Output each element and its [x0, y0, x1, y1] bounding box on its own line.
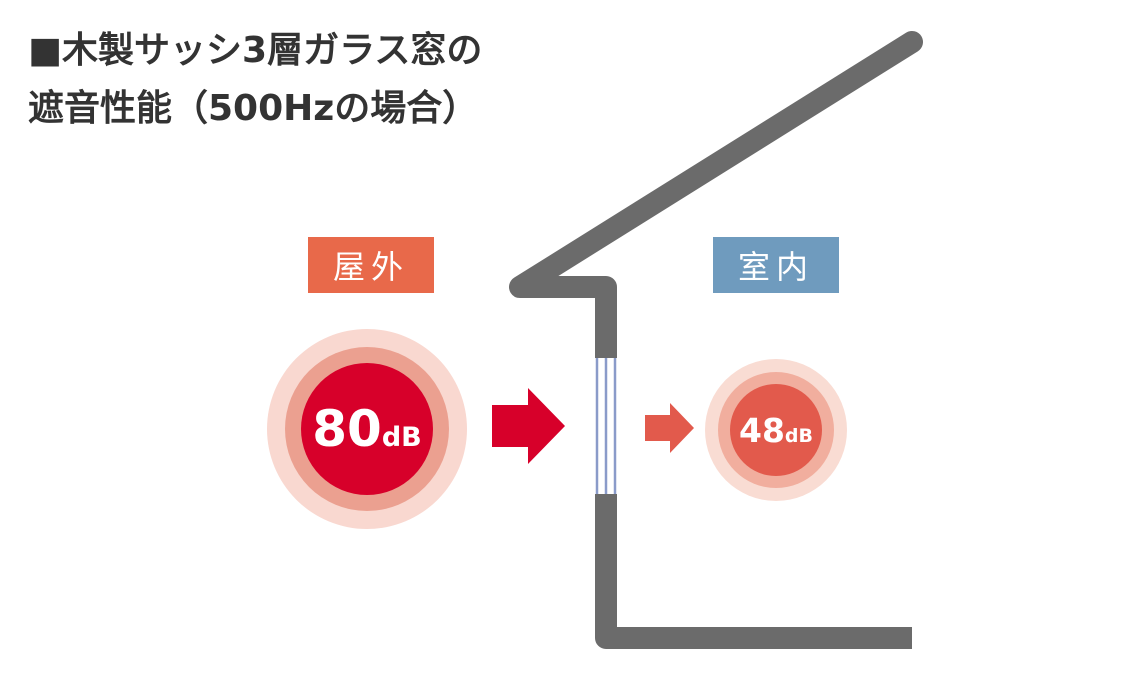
outdoor-label: 屋外	[308, 237, 434, 293]
title-line-1: ■木製サッシ3層ガラス窓の	[28, 30, 483, 71]
outdoor-db-value: 80	[312, 400, 382, 458]
indoor-sound-level: 48dB	[705, 359, 847, 501]
arrow-right-icon	[645, 403, 694, 453]
triple-glass-window	[594, 358, 618, 494]
svg-text:80dB: 80dB	[312, 400, 422, 458]
diagram-title: ■木製サッシ3層ガラス窓の 遮音性能（500Hzの場合）	[28, 22, 482, 138]
title-line-2: 遮音性能（500Hzの場合）	[28, 88, 479, 129]
outdoor-sound-level: 80dB	[267, 329, 467, 529]
indoor-db-unit: dB	[785, 425, 813, 447]
arrow-right-icon	[492, 388, 565, 464]
svg-text:48dB: 48dB	[739, 411, 813, 450]
house-wall-lower	[595, 494, 912, 649]
indoor-db-value: 48	[739, 411, 785, 450]
outdoor-db-unit: dB	[382, 422, 422, 453]
indoor-label: 室内	[713, 237, 839, 293]
house-roof	[509, 31, 923, 298]
